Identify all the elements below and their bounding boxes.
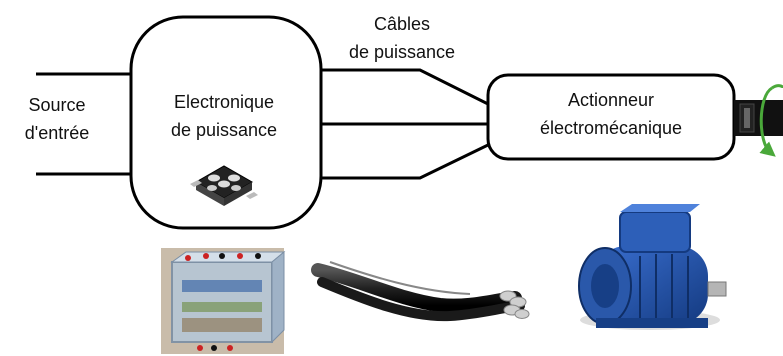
- source-label-line1: Source: [28, 95, 85, 115]
- actuator-label-line1: Actionneur: [568, 90, 654, 110]
- source-label-line2: d'entrée: [25, 123, 90, 143]
- electronics-label-line2: de puissance: [171, 120, 277, 140]
- power-module-icon: [190, 165, 258, 206]
- input-lines: [36, 72, 135, 176]
- cables-label-line2: de puissance: [349, 42, 455, 62]
- cables-label-line1: Câbles: [374, 14, 430, 34]
- electronics-label-line1: Electronique: [174, 92, 274, 112]
- actuator-label-line2: électromécanique: [540, 118, 682, 138]
- power-cable-lines: [321, 68, 489, 180]
- cables-photo: [311, 261, 530, 322]
- actuator-block: [486, 73, 736, 161]
- converter-photo: [161, 248, 286, 354]
- shaft-icon: [734, 100, 783, 136]
- motor-photo: [578, 204, 727, 330]
